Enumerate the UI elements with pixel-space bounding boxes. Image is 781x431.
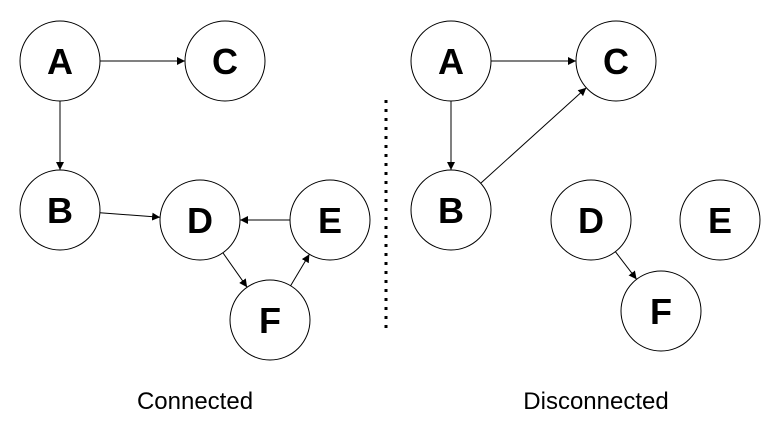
node-circle [410, 169, 492, 251]
node-label: A [47, 41, 73, 82]
node-circle [550, 179, 632, 261]
caption-disconnected: Disconnected [523, 388, 668, 415]
node-label: B [47, 190, 73, 231]
node-circle [289, 179, 371, 261]
nodes-layer: A C B D E F A C B D E F [19, 20, 761, 361]
edges-layer [56, 57, 637, 288]
node-label: F [650, 291, 672, 332]
node-label: B [438, 190, 464, 231]
node-connected-b: B [19, 169, 101, 251]
node-connected-c: C [184, 20, 266, 102]
node-disconnected-c: C [575, 20, 657, 102]
node-circle [575, 20, 657, 102]
node-disconnected-e: E [679, 179, 761, 261]
node-label: E [318, 200, 342, 241]
node-circle [229, 279, 311, 361]
node-label: F [259, 300, 281, 341]
node-circle [410, 20, 492, 102]
node-connected-a: A [19, 20, 101, 102]
node-circle [19, 169, 101, 251]
caption-connected: Connected [137, 388, 253, 415]
node-label: D [187, 200, 213, 241]
node-circle [19, 20, 101, 102]
node-disconnected-a: A [410, 20, 492, 102]
edge-connected-b-to-d [99, 212, 161, 221]
node-circle [159, 179, 241, 261]
node-label: A [438, 41, 464, 82]
node-label: C [603, 41, 629, 82]
node-label: D [578, 200, 604, 241]
node-label: C [212, 41, 238, 82]
node-circle [620, 270, 702, 352]
node-circle [184, 20, 266, 102]
node-circle [679, 179, 761, 261]
node-disconnected-d: D [550, 179, 632, 261]
node-disconnected-b: B [410, 169, 492, 251]
edge-disconnected-d-to-f [615, 251, 637, 280]
node-label: E [708, 200, 732, 241]
node-connected-f: F [229, 279, 311, 361]
node-connected-e: E [289, 179, 371, 261]
edge-disconnected-b-to-c [480, 87, 587, 184]
node-connected-d: D [159, 179, 241, 261]
edge-connected-d-to-f [222, 252, 248, 288]
node-disconnected-f: F [620, 270, 702, 352]
edge-connected-f-to-e [290, 254, 310, 286]
